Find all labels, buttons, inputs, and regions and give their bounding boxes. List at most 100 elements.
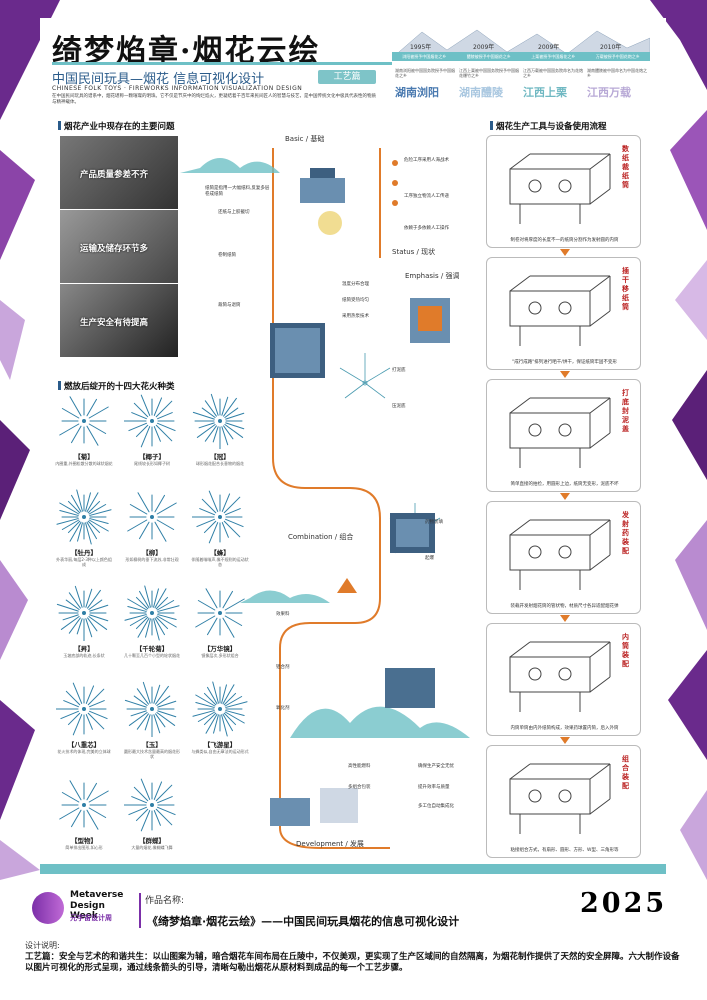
- tool-step-card: 插干移纸筒 "成行成路"排列进行晒干/烘干，保证纸筒牢固不变形: [486, 257, 641, 370]
- firework-burst-icon: [195, 588, 245, 638]
- stage-emphasis: Emphasis / 强调: [405, 272, 460, 280]
- machine-illustration: [509, 763, 611, 834]
- firework-burst-icon: [124, 585, 180, 641]
- firework-type-desc: 球形烟花配合长垂物的烟花: [196, 461, 244, 466]
- english-title: CHINESE FOLK TOYS · FIREWORKS INFORMATIO…: [52, 85, 303, 92]
- firework-type-card: 【昇】 玉坡底部的轨迹,长条状: [55, 585, 113, 681]
- tool-step-title: 数纸裁纸筒: [622, 144, 629, 189]
- firework-burst-icon: [56, 585, 109, 641]
- year: 2025: [580, 888, 668, 919]
- place-name-4: 江西万载: [587, 86, 631, 99]
- note-cut-tube: 裁筒与退筒: [218, 303, 241, 308]
- place-name-2: 湖南醴陵: [459, 86, 503, 99]
- firework-type-desc: 圆形最大技术含量最高的烟花形状: [124, 749, 180, 759]
- description-label: 设计说明:: [25, 941, 60, 950]
- firework-type-card: 【牡丹】 外表华丽,每层2-3种以上颜色组成: [55, 489, 113, 585]
- flow-arrow-icon: [560, 615, 570, 622]
- description-text: 工艺篇：安全与艺术的和谐共生：以山图案为辅，暗合烟花车间布局在丘陵中，不仅美观，…: [25, 952, 680, 973]
- note-oxidizer: 氧化剂: [276, 706, 290, 711]
- flow-arrow-icon: [560, 249, 570, 256]
- firework-type-desc: 伴随着嗡嗡声,像不规则的运动状态: [191, 557, 249, 567]
- note-heat-pump: 采用热泵技术: [342, 314, 369, 319]
- stage-development: Development / 发展: [296, 840, 364, 848]
- process-flow-diagram: [180, 148, 470, 849]
- firework-burst-icon: [192, 681, 248, 737]
- note-press-mud: 压泥底: [392, 404, 406, 409]
- machine-illustration: [509, 397, 611, 468]
- brand-line-1: Metaverse: [70, 890, 124, 900]
- firework-type-desc: 玉坡底部的轨迹,长条状: [63, 653, 105, 658]
- firework-type-desc: 与蜂类似,自由无章法的运动形式: [191, 749, 249, 754]
- machine-illustration: [509, 641, 611, 712]
- tool-step-card: 组合装配 粘接组合方式，有扇形、圆形、方形、W型、三角形等: [486, 745, 641, 858]
- firework-type-desc: 花火技术的体现,完美的立体球: [57, 749, 111, 754]
- firework-type-card: 【群蝶】 大量的烟花,像蝴蝶飞舞: [123, 777, 181, 873]
- firework-type-name: 【玉】: [142, 741, 162, 749]
- firework-type-desc: 镜像层次,多形状组合: [201, 653, 239, 658]
- work-name: 《绮梦焰章·烟花云绘》——中国民间玩具烟花的信息可视化设计: [147, 915, 460, 928]
- firework-burst-icon: [124, 778, 176, 832]
- firework-type-card: 【蜂】 伴随着嗡嗡声,像不规则的运动状态: [191, 489, 249, 585]
- firework-type-card: 【飞游星】 与蜂类似,自由无章法的运动形式: [191, 681, 249, 777]
- firework-type-name: 【椰子】: [139, 453, 165, 461]
- timeline-year-1: 1995年: [410, 44, 432, 51]
- firework-type-desc: 简单排出图形,如心形: [65, 845, 103, 850]
- footer: [20, 884, 687, 994]
- machine-illustration: [509, 275, 611, 346]
- brand-line-2: Design Week: [70, 901, 105, 921]
- firework-type-card: 【柳】 形如柳树的垂下流苏,非常壮观: [123, 489, 181, 585]
- tool-step-card: 数纸裁纸筒 制卷对将厚度的长度不一的纸筒分割作为发射圆的内筒: [486, 135, 641, 248]
- note-paper-tube: 纸筒是指用一大幅纸料,反复多层卷成纸筒: [205, 186, 270, 197]
- firework-type-card: 【万华镜】 镜像层次,多形状组合: [191, 585, 249, 681]
- firework-type-name: 【八重芯】: [67, 741, 101, 749]
- tool-step-title: 发射药装配: [622, 510, 629, 555]
- tool-step-title: 组合装配: [622, 754, 629, 790]
- timeline-year-2: 2009年: [473, 44, 495, 51]
- timeline-event-2: 醴陵被授予中国烟花之乡: [466, 53, 511, 59]
- timeline-bar: 浏阳被授予中国烟花之乡 醴陵被授予中国烟花之乡 上栗被授予中国烟花之乡 万载被授…: [392, 52, 650, 61]
- problem-label-2: 运输及储存环节多: [80, 244, 149, 254]
- tool-step-caption: 内筒单筒由内外纸筒构成，效果药球置内筒，后入外筒: [510, 726, 619, 731]
- firework-burst-icon: [124, 681, 177, 737]
- intro-text: 在中国民间玩具的谱系中，烟花堪称一颗璀璨的明珠。它不仅是节庆中的绚烂焰火，更凝结…: [52, 94, 376, 105]
- tool-step-caption: 装载开发射烟花筒的管状物，材质尺寸各异适配烟花弹: [510, 604, 619, 609]
- tool-step-caption: 简单直接的拍捡，用圆形上边，纸筒无变形，泥底不坏: [510, 482, 619, 487]
- category-badge: 工艺篇: [318, 70, 376, 84]
- timeline-year-4: 2010年: [600, 44, 622, 51]
- tools-heading: 烟花生产工具与设备使用流程: [490, 120, 607, 132]
- machine-illustration: [509, 519, 611, 590]
- tool-step-title: 内筒装配: [622, 632, 629, 668]
- status-note-2: 工序独立物流人工传递: [404, 194, 449, 199]
- firework-burst-icon: [124, 394, 176, 448]
- firework-type-card: 【冠】 球形烟花配合长垂物的烟花: [191, 393, 249, 489]
- firework-type-card: 【千轮菊】 几十颗至几百个小型的轮状烟花: [123, 585, 181, 681]
- firework-type-name: 【万华镜】: [203, 645, 237, 653]
- tool-step-card: 发射药装配 装载开发射烟花筒的管状物，材质尺寸各异适配烟花弹: [486, 501, 641, 614]
- flow-arrow-icon: [560, 737, 570, 744]
- firework-type-name: 【昇】: [74, 645, 94, 653]
- note-alloy: 铝合剂: [276, 665, 290, 670]
- place-desc-2: 江西上栗被中国国务院授予中国烟花爆竹之乡: [459, 68, 519, 78]
- firework-type-card: 【八重芯】 花火技术的体现,完美的立体球: [55, 681, 113, 777]
- timeline-event-1: 浏阳被授予中国烟花之乡: [402, 53, 447, 59]
- note-mud-base: 打泥底: [392, 368, 406, 373]
- note-pack: 多组合包装: [348, 785, 371, 790]
- firework-burst-icon: [56, 682, 108, 736]
- problem-photo-quality: 产品质量参差不齐: [60, 136, 178, 209]
- problem-label-3: 生产安全有待提高: [80, 318, 149, 328]
- work-name-label: 作品名称:: [145, 896, 185, 906]
- page-subtitle: 中国民间玩具—烟花 信息可视化设计: [52, 72, 265, 87]
- place-desc-3: 江西万载被中国国务院命名为花炮之乡: [523, 68, 583, 78]
- firework-type-card: 【型物】 简单排出图形,如心形: [55, 777, 113, 873]
- stage-basic: Basic / 基础: [285, 135, 325, 143]
- firework-type-desc: 尾线较长形如椰子树: [134, 461, 170, 466]
- note-safety: 确保生产安全无忧: [418, 764, 454, 769]
- note-glue-cut: 还纸与上胶截切: [218, 210, 250, 215]
- tool-step-title: 打底封泥盖: [622, 388, 629, 433]
- note-fuel: 高性能燃料: [348, 764, 371, 769]
- firework-burst-icon: [192, 490, 244, 544]
- firework-type-card: 【菊】 内圈重,外圈松散分散的球状烟花: [55, 393, 113, 489]
- firework-burst-icon: [192, 393, 245, 449]
- place-desc-1: 湖南浏阳被中国国务院授予中国烟花之乡: [395, 68, 455, 78]
